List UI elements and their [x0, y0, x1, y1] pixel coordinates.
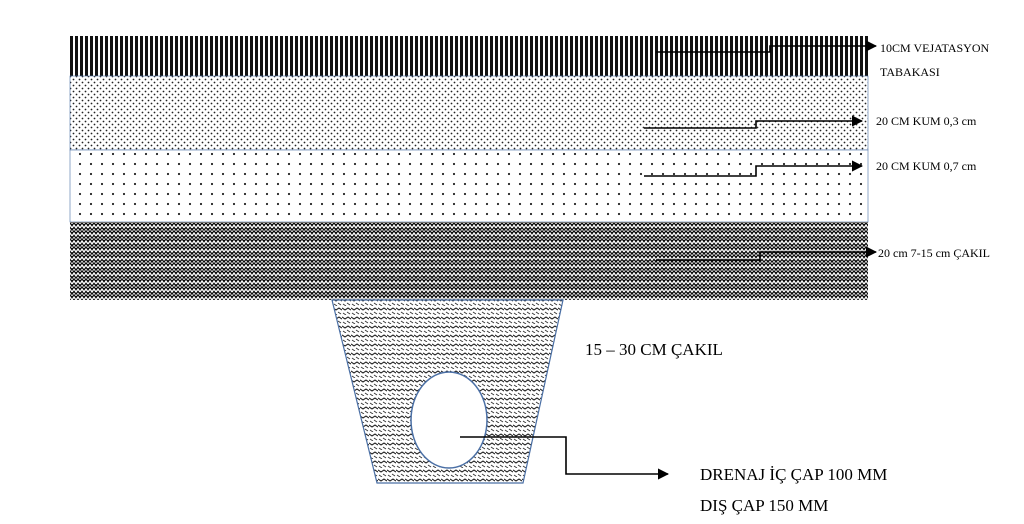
- coarse-sand-layer: [69, 149, 869, 223]
- pipe-arrow: [460, 436, 670, 480]
- coarse-sand-arrow: [644, 160, 864, 177]
- vegetation-layer: [70, 36, 868, 76]
- gravel-label: 20 cm 7-15 cm ÇAKIL: [878, 246, 990, 260]
- pipe-label-line-2: DIŞ ÇAP 150 MM: [700, 496, 828, 515]
- vegetation-label-line-1: 10CM VEJATASYON: [880, 41, 990, 55]
- gravel-arrow: [656, 246, 878, 261]
- pipe-label-line-1: DRENAJ İÇ ÇAP 100 MM: [700, 465, 887, 484]
- coarse-sand-label: 20 CM KUM 0,7 cm: [876, 159, 977, 173]
- gravel-layer: [70, 222, 868, 300]
- drain-pipe: [410, 371, 488, 469]
- vegetation-arrow: [656, 40, 878, 53]
- fine-sand-arrow: [644, 115, 864, 129]
- trench-label: 15 – 30 CM ÇAKIL: [585, 340, 723, 359]
- fine-sand-label: 20 CM KUM 0,3 cm: [876, 114, 977, 128]
- fine-sand-layer: [69, 75, 869, 151]
- vegetation-label-line-2: TABAKASI: [880, 65, 940, 79]
